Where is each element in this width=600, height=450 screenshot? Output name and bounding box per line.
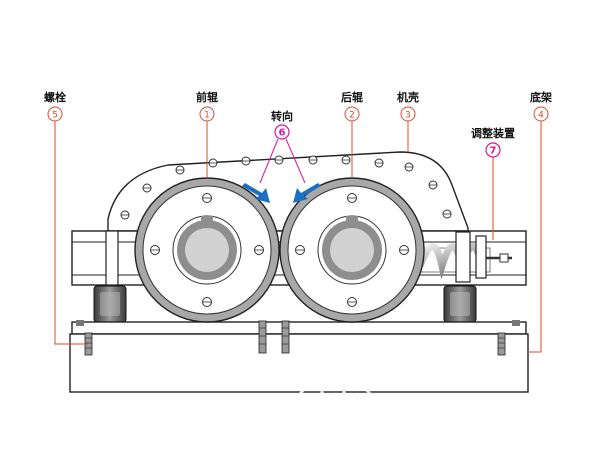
right-rubber-pad	[443, 285, 477, 323]
label-housing-number: 3	[405, 111, 411, 121]
base-bolts	[76, 320, 520, 356]
label-base-number: 4	[538, 111, 544, 121]
label-housing: 机壳	[397, 90, 419, 104]
callout-1-circle	[199, 106, 215, 122]
callout-2-circle	[344, 106, 360, 122]
left-bearing-block	[105, 230, 119, 286]
callout-4-circle	[533, 106, 549, 122]
left-rubber-pad	[93, 285, 127, 323]
adjusting-spring	[416, 231, 512, 283]
callout-5-circle	[47, 106, 63, 122]
label-adjust: 调整装置	[471, 126, 515, 140]
label-front-roll-number: 1	[204, 111, 210, 121]
label-rotation: 转向	[271, 109, 293, 123]
callout-7-circle	[485, 142, 501, 158]
rotation-callout-lines	[259, 138, 306, 184]
watermark: 0371-6777 2727	[297, 380, 539, 417]
callout-3-circle	[400, 106, 416, 122]
rotation-arrow-icon	[242, 183, 321, 203]
rear-roll	[279, 177, 425, 323]
callout-lines	[54, 121, 542, 353]
callout-6-circle	[274, 124, 290, 140]
watermark-logo-icon	[297, 380, 373, 416]
label-front-roll: 前辊	[196, 90, 218, 104]
label-adjust-number: 7	[490, 146, 497, 157]
label-rotation-number: 6	[279, 128, 286, 139]
watermark-phone: 0371-6777 2727	[382, 397, 539, 417]
label-bolt: 螺栓	[44, 90, 66, 104]
front-roll	[134, 177, 280, 323]
label-rear-roll-number: 2	[349, 111, 355, 121]
label-base: 底架	[530, 90, 552, 104]
label-bolt-number: 5	[52, 111, 58, 121]
base-frame	[69, 321, 529, 393]
label-rear-roll: 后辊	[341, 90, 363, 104]
